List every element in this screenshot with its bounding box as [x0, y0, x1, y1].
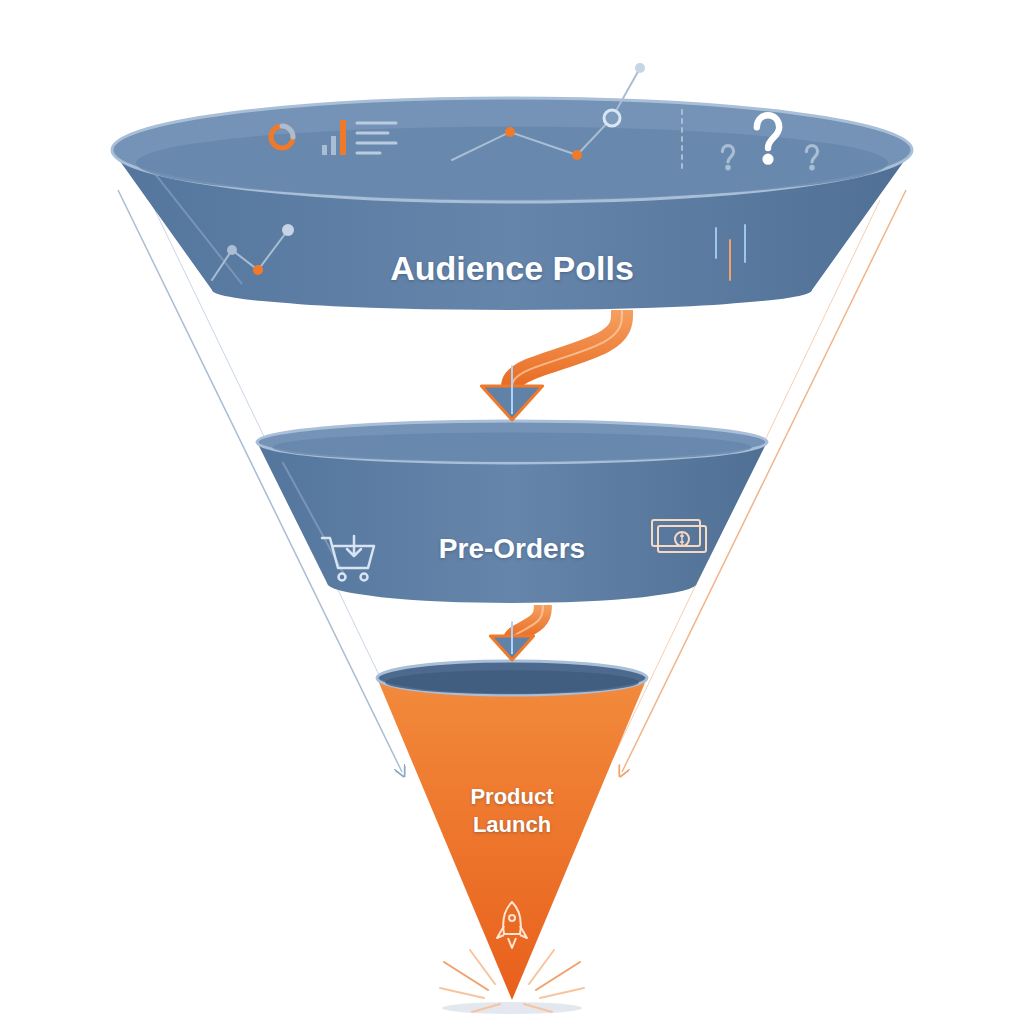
- graph-dot: [635, 63, 645, 73]
- arrow-glint: [511, 622, 513, 654]
- pie-icon: [271, 126, 293, 148]
- list-icon: [357, 132, 388, 135]
- question-icon: [722, 146, 733, 169]
- poll-icons: [212, 63, 818, 280]
- line-graph: [452, 68, 640, 160]
- bar-icon: [340, 120, 346, 155]
- cone-body: [377, 678, 647, 1000]
- swoosh-highlight: [512, 605, 543, 640]
- funnel-opening: [385, 670, 639, 694]
- funnel-opening: [272, 433, 751, 462]
- launch-burst: [440, 950, 584, 1012]
- arrow-head: [481, 386, 542, 420]
- shadow: [442, 1002, 582, 1014]
- stage-label: Pre-Orders: [439, 531, 585, 566]
- funnel-rim: [377, 661, 647, 695]
- graph-dot: [253, 265, 263, 275]
- flow-arrow: [481, 310, 622, 420]
- list-icon: [357, 122, 396, 125]
- question-icon: [757, 115, 779, 161]
- funnel-opening: [136, 127, 888, 200]
- question-icon: [806, 146, 817, 169]
- graph-dot: [227, 245, 237, 255]
- swoosh-highlight: [512, 310, 622, 390]
- pie-icon: [282, 126, 293, 137]
- arrow-head: [490, 636, 533, 660]
- arrow-glint: [511, 366, 513, 414]
- graph-dot: [282, 224, 294, 236]
- graph-dot: [572, 150, 582, 160]
- flow-arrow: [490, 605, 542, 660]
- spark-line: [729, 240, 731, 280]
- tier-shape: [255, 420, 769, 605]
- rocket-icon: [497, 902, 527, 948]
- tier-highlight: [283, 462, 346, 577]
- divider: [681, 110, 683, 170]
- stage-label: Audience Polls: [390, 247, 634, 290]
- graph-dot: [604, 110, 620, 126]
- list-icon: [357, 152, 380, 155]
- funnel-rim: [257, 421, 767, 463]
- stage-label: Product Launch: [444, 783, 581, 838]
- spark-line: [715, 228, 717, 258]
- graph-dot: [505, 127, 515, 137]
- list-icon: [357, 142, 396, 145]
- swoosh-line: [512, 310, 622, 390]
- funnel-cone: Product Launch: [375, 660, 649, 1005]
- bar-icon: [331, 136, 336, 155]
- tier-body: [257, 442, 767, 603]
- funnel-tier: Audience Polls: [110, 95, 914, 310]
- swoosh-line: [512, 605, 543, 640]
- bar-icon: [322, 145, 327, 155]
- money-icon: [652, 520, 706, 552]
- spark-line: [744, 225, 746, 262]
- line-graph: [212, 230, 288, 280]
- funnel-tier: Pre-Orders: [255, 420, 769, 605]
- cart-icon: [322, 536, 374, 581]
- funnel-rim: [112, 98, 912, 202]
